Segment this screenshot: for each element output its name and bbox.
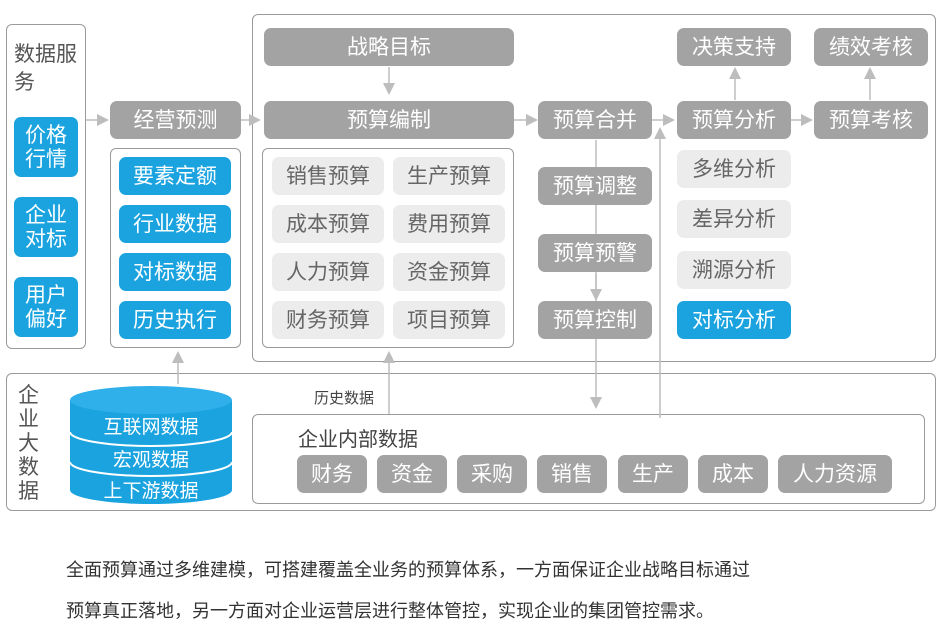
benchmark-data-box: 对标数据 [119, 253, 231, 291]
internal-finance-box: 财务 [297, 455, 367, 493]
budget-merge-box: 预算合并 [538, 101, 652, 139]
db-internet-data: 互联网数据 [103, 416, 199, 438]
budget-adjust-box: 预算调整 [538, 167, 652, 205]
budget-warning-box: 预算预警 [538, 234, 652, 272]
data-services-title: 数据服务 [14, 42, 77, 94]
benchmark-analysis-box: 对标分析 [677, 301, 791, 339]
internal-purchase-box: 采购 [457, 455, 527, 493]
trace-analysis-box: 溯源分析 [677, 251, 791, 289]
strategy-box: 战略目标 [264, 28, 514, 66]
fund-budget-box: 资金预算 [393, 253, 505, 291]
budget-prep-box: 预算编制 [264, 101, 514, 139]
db-supply-chain-data: 上下游数据 [103, 480, 199, 502]
finance-budget-box: 财务预算 [272, 301, 384, 339]
factor-quota-box: 要素定额 [119, 157, 231, 195]
forecast-box: 经营预测 [110, 101, 241, 139]
project-budget-box: 项目预算 [393, 301, 505, 339]
budget-analysis-box: 预算分析 [677, 101, 791, 139]
expense-budget-box: 费用预算 [393, 205, 505, 243]
hr-budget-box: 人力预算 [272, 253, 384, 291]
decision-support-box: 决策支持 [677, 28, 791, 66]
production-budget-box: 生产预算 [393, 157, 505, 195]
price-market-box: 价格行情 [14, 117, 78, 177]
history-data-label: 历史数据 [314, 389, 375, 407]
big-data-title: 企业大数据 [18, 383, 39, 503]
enterprise-benchmark-box: 企业对标 [14, 197, 78, 257]
budget-assessment-box: 预算考核 [814, 101, 928, 139]
internal-fund-box: 资金 [377, 455, 447, 493]
internal-production-box: 生产 [618, 455, 688, 493]
cost-budget-box: 成本预算 [272, 205, 384, 243]
db-macro-data: 宏观数据 [112, 449, 189, 471]
multi-dim-analysis-box: 多维分析 [677, 150, 791, 188]
internal-hr-box: 人力资源 [778, 455, 892, 493]
user-preference-box: 用户偏好 [14, 277, 78, 337]
internal-data-title: 企业内部数据 [298, 427, 418, 451]
industry-data-box: 行业数据 [119, 205, 231, 243]
performance-box: 绩效考核 [814, 28, 928, 66]
sales-budget-box: 销售预算 [272, 157, 384, 195]
description-line-2: 预算真正落地，另一方面对企业运营层进行整体管控，实现企业的集团管控需求。 [66, 601, 714, 622]
variance-analysis-box: 差异分析 [677, 200, 791, 238]
database-icon [69, 386, 233, 504]
budget-control-box: 预算控制 [538, 301, 652, 339]
history-execution-box: 历史执行 [119, 301, 231, 339]
internal-cost-box: 成本 [698, 455, 768, 493]
internal-sales-box: 销售 [537, 455, 607, 493]
description-line-1: 全面预算通过多维建模，可搭建覆盖全业务的预算体系，一方面保证企业战略目标通过 [66, 560, 750, 581]
